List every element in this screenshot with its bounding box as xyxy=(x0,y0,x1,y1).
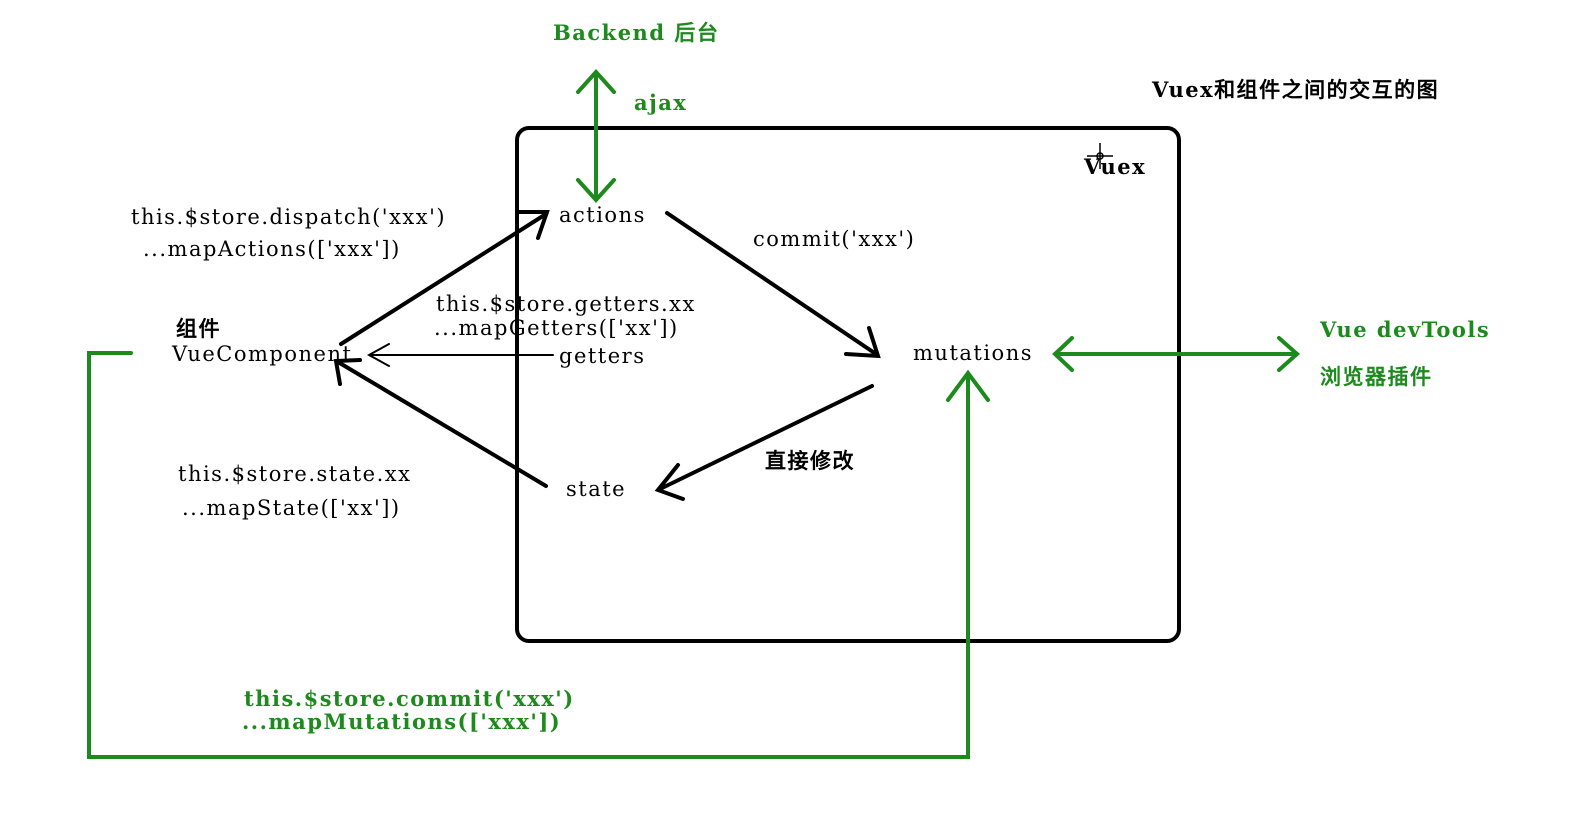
component-label: VueComponent xyxy=(171,342,352,366)
devtools-label: Vue devTools xyxy=(1319,317,1490,342)
state-access-label: this.$store.state.xx xyxy=(178,462,411,486)
vuex-label: Vuex xyxy=(1083,154,1146,179)
ajax-label: ajax xyxy=(634,90,687,115)
ajax-arrow xyxy=(576,69,616,203)
dispatch-arrow xyxy=(339,210,550,346)
dispatch-label: this.$store.dispatch('xxx') xyxy=(131,205,446,229)
commit-label: commit('xxx') xyxy=(753,227,915,251)
modify-arrow xyxy=(654,384,874,501)
getters-label: getters xyxy=(559,344,646,368)
devtools-arrow xyxy=(1052,336,1301,372)
render-arrow xyxy=(333,358,548,488)
devtools-cn-label: 浏览器插件 xyxy=(1320,364,1433,389)
direct-modify-label: 直接修改 xyxy=(765,448,855,473)
component-label-cn: 组件 xyxy=(176,316,221,341)
map-actions-label: ...mapActions(['xxx']) xyxy=(143,237,401,261)
store-commit-label: this.$store.commit('xxx') xyxy=(244,686,575,711)
state-label: state xyxy=(566,477,626,501)
map-getters-label: ...mapGetters(['xx']) xyxy=(434,316,679,340)
backend-label: Backend 后台 xyxy=(553,20,719,45)
page-title: Vuex和组件之间的交互的图 xyxy=(1151,77,1439,102)
map-mutations-label: ...mapMutations(['xxx']) xyxy=(242,709,561,734)
vuex-box xyxy=(515,126,1181,643)
getters-access-label: this.$store.getters.xx xyxy=(436,292,696,316)
map-state-label: ...mapState(['xx']) xyxy=(182,496,401,520)
commit-arrow xyxy=(665,211,881,359)
store-commit-path xyxy=(87,351,990,759)
getters-arrow xyxy=(366,343,554,367)
crosshair-cursor-icon xyxy=(1087,143,1113,169)
actions-label: actions xyxy=(559,203,646,227)
mutations-label: mutations xyxy=(913,341,1033,365)
